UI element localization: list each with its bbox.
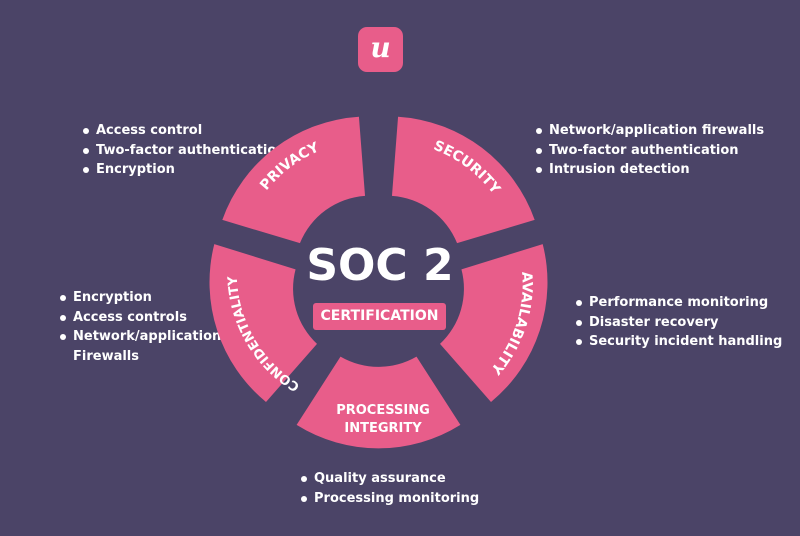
privacy-list: Access control Two-factor authentication… <box>80 121 310 180</box>
segment-label-processing-line2: INTEGRITY <box>344 421 422 436</box>
availability-list: Performance monitoring Disaster recovery… <box>573 293 793 352</box>
segment-label-processing-line1: PROCESSING <box>336 403 430 418</box>
segment-security <box>391 116 535 244</box>
confidentiality-item: Encryption <box>57 288 257 308</box>
userpilot-logo: u <box>358 27 403 72</box>
center-title: SOC 2 <box>306 240 454 291</box>
privacy-item: Encryption <box>80 160 310 180</box>
security-item: Two-factor authentication <box>533 141 793 161</box>
segment-availability <box>440 244 548 402</box>
processing-item: Processing monitoring <box>298 489 528 509</box>
security-list: Network/application firewalls Two-factor… <box>533 121 793 180</box>
confidentiality-item: Access controls <box>57 308 257 328</box>
segment-confidentiality <box>209 244 317 402</box>
segment-processing <box>296 356 461 449</box>
segment-privacy <box>222 116 366 244</box>
confidentiality-list: Encryption Access controls Network/appli… <box>57 288 257 366</box>
security-item: Intrusion detection <box>533 160 793 180</box>
confidentiality-item-continued: Firewalls <box>73 348 139 364</box>
availability-item: Security incident handling <box>573 332 793 352</box>
confidentiality-item: Network/application <box>57 327 257 347</box>
logo-letter: u <box>370 31 391 64</box>
certification-badge: CERTIFICATION <box>313 303 446 330</box>
availability-item: Performance monitoring <box>573 293 793 313</box>
privacy-item: Two-factor authentication <box>80 141 310 161</box>
processing-item: Quality assurance <box>298 469 528 489</box>
security-item: Network/application firewalls <box>533 121 793 141</box>
availability-item: Disaster recovery <box>573 313 793 333</box>
privacy-item: Access control <box>80 121 310 141</box>
processing-list: Quality assurance Processing monitoring <box>298 469 528 508</box>
